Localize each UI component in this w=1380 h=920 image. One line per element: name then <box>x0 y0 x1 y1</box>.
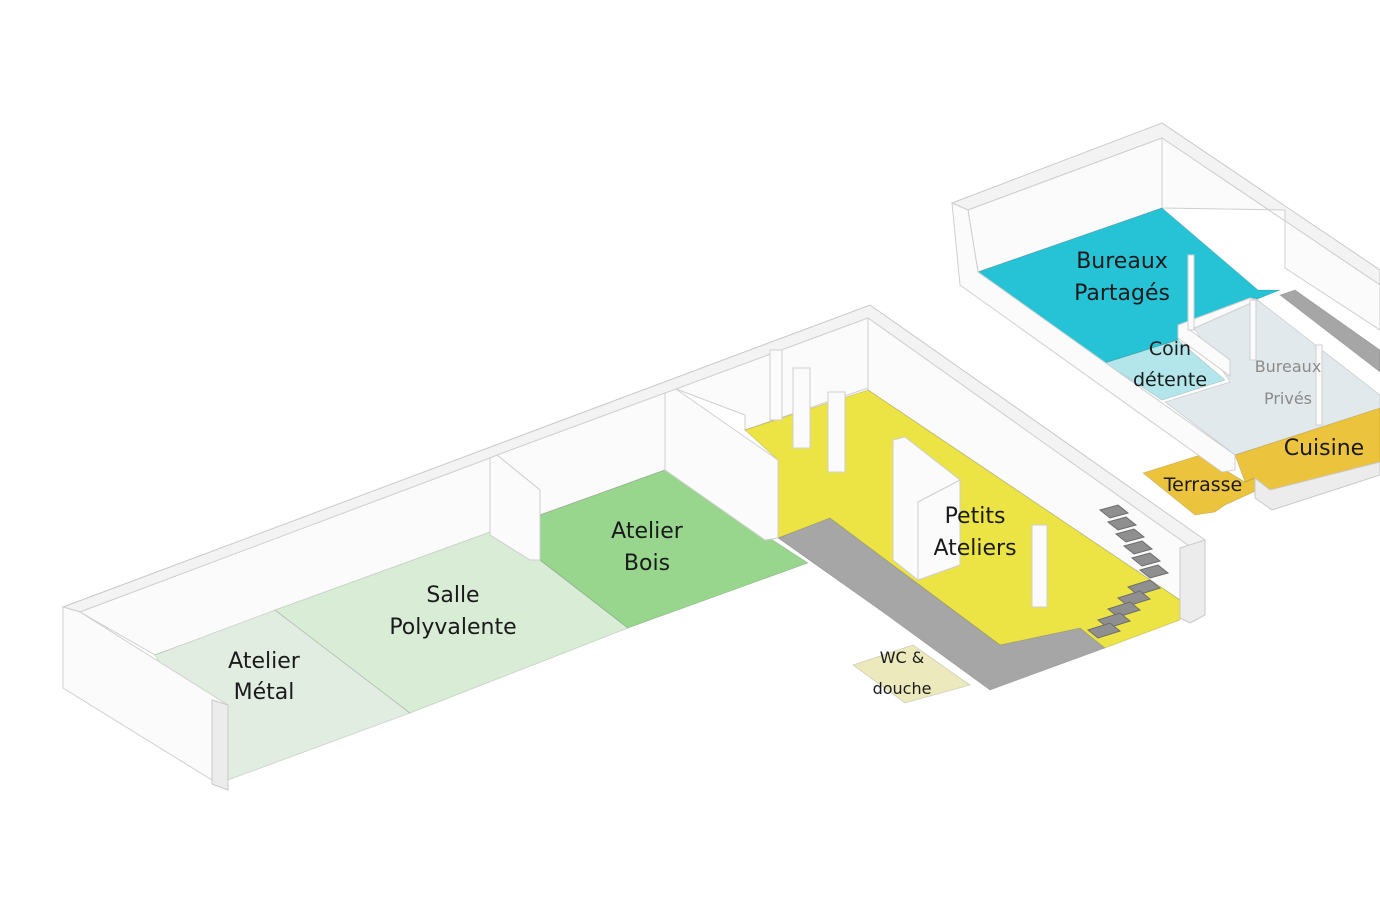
partition-wall-2 <box>664 388 779 541</box>
label-cuisine: Cuisine <box>1284 436 1364 461</box>
left-end-wall-edge <box>211 699 229 791</box>
label-petits-ateliers-2: Ateliers <box>933 536 1016 561</box>
label-bureaux-prives-2: Privés <box>1264 389 1312 408</box>
label-wc-douche: WC & <box>880 648 925 667</box>
partition-wall-1 <box>489 454 541 561</box>
label-bureaux-prives: Bureaux <box>1255 357 1322 376</box>
label-coin-detente-2: détente <box>1133 369 1207 391</box>
label-wc-douche-2: douche <box>873 679 932 698</box>
label-salle-polyvalente-2: Polyvalente <box>389 615 516 640</box>
pillar <box>769 349 783 421</box>
pillar <box>827 391 846 473</box>
right-end-wall <box>1179 539 1206 624</box>
right-building-front-wall <box>1254 461 1380 511</box>
pillar <box>1031 524 1048 608</box>
floor-grey-strip <box>1279 289 1380 373</box>
pillar <box>1249 299 1257 361</box>
label-bureaux-partages: Bureaux <box>1076 249 1168 274</box>
label-salle-polyvalente: Salle <box>426 583 479 608</box>
label-atelier-bois-2: Bois <box>624 551 670 576</box>
petits-ateliers-wall-front <box>917 479 961 581</box>
staircase <box>1086 504 1170 639</box>
label-atelier-bois: Atelier <box>611 519 684 544</box>
label-coin-detente: Coin <box>1149 338 1191 360</box>
floor-wc-douche <box>852 644 971 704</box>
right-building-left-wall <box>951 202 1236 473</box>
label-terrasse: Terrasse <box>1163 474 1243 496</box>
label-petits-ateliers: Petits <box>945 504 1006 529</box>
coin-detente-wall <box>1177 297 1260 377</box>
pillar <box>1187 254 1195 331</box>
label-atelier-metal: Atelier <box>228 649 301 674</box>
label-atelier-metal-2: Métal <box>234 680 295 705</box>
label-bureaux-partages-2: Partagés <box>1074 281 1170 306</box>
floor-coin-detente <box>1104 339 1226 401</box>
pillar <box>1315 344 1323 426</box>
pillar <box>792 367 811 449</box>
floor-circulation <box>777 517 1106 691</box>
